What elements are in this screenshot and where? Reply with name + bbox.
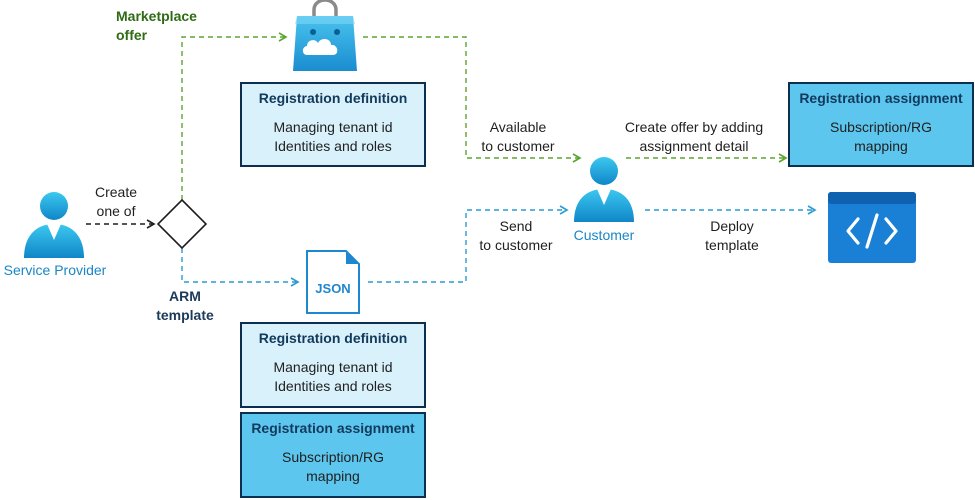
code-window-icon [828,192,916,263]
json-to-customer-arrow [368,205,569,283]
registration-assignment-box-arm: Registration assignment Subscription/RG … [240,412,426,498]
service-provider-label: Service Provider [3,262,107,278]
marketplace-path-arrow [181,32,288,200]
arm-path-arrow [181,248,300,287]
service-provider-person-icon [24,192,84,258]
json-file-icon: JSON [306,250,360,314]
customer-label: Customer [573,227,635,243]
box-title: Registration assignment [799,90,963,106]
registration-definition-box-arm: Registration definition Managing tenant … [240,322,426,408]
box-title: Registration definition [258,330,408,346]
registration-definition-box-marketplace: Registration definition Managing tenant … [240,82,426,167]
json-badge-text: JSON [315,281,350,296]
customer-person-icon [574,157,634,222]
offer-to-customer-arrow [363,36,582,163]
shopping-bag-cloud-icon [293,0,357,71]
box-title: Registration definition [258,90,408,106]
decision-diamond [156,198,208,250]
box-title: Registration assignment [251,420,415,436]
registration-assignment-box-customer: Registration assignment Subscription/RG … [788,82,974,167]
